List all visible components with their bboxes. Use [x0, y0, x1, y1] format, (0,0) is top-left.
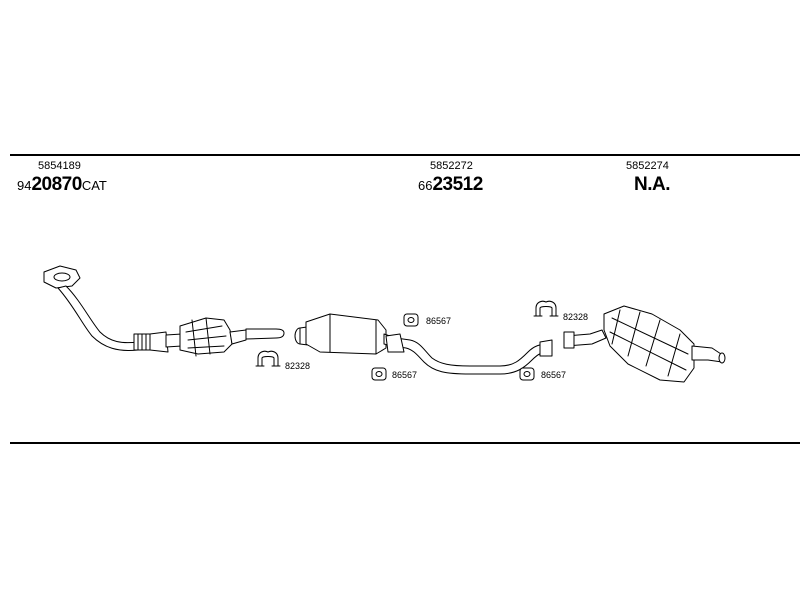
rear-muffler [563, 305, 726, 383]
order-code-main: 20870 [31, 174, 82, 195]
order-code-front-pipe: 9420870CAT [17, 175, 107, 196]
callout-clamp-right: 82328 [563, 312, 588, 322]
rubber-hanger-icon [403, 313, 419, 327]
order-code-rear-muffler: N.A. [634, 174, 671, 196]
order-code-main: 23512 [432, 174, 483, 195]
order-code-main: N.A. [634, 174, 671, 195]
rubber-hanger-icon [371, 367, 387, 381]
clamp-icon [533, 300, 559, 317]
part-number-rear-muffler: 5852274 [626, 160, 669, 172]
callout-hanger-right-bottom: 86567 [541, 370, 566, 380]
part-number-middle-section: 5852272 [430, 160, 473, 172]
part-number-front-pipe: 5854189 [38, 160, 81, 172]
bottom-divider-line [10, 442, 800, 444]
order-code-middle-section: 6623512 [418, 175, 483, 196]
order-code-prefix: 94 [17, 178, 32, 193]
callout-clamp-left: 82328 [285, 361, 310, 371]
top-divider-line [10, 154, 800, 156]
callout-hanger-mid-bottom: 86567 [392, 370, 417, 380]
clamp-icon [255, 350, 281, 367]
order-code-prefix: 66 [418, 178, 433, 193]
front-pipe-with-catalytic-converter [43, 265, 285, 357]
middle-muffler-and-pipe [294, 313, 553, 375]
callout-hanger-mid-top: 86567 [426, 316, 451, 326]
order-code-suffix: CAT [81, 178, 107, 193]
rubber-hanger-icon [519, 367, 535, 381]
